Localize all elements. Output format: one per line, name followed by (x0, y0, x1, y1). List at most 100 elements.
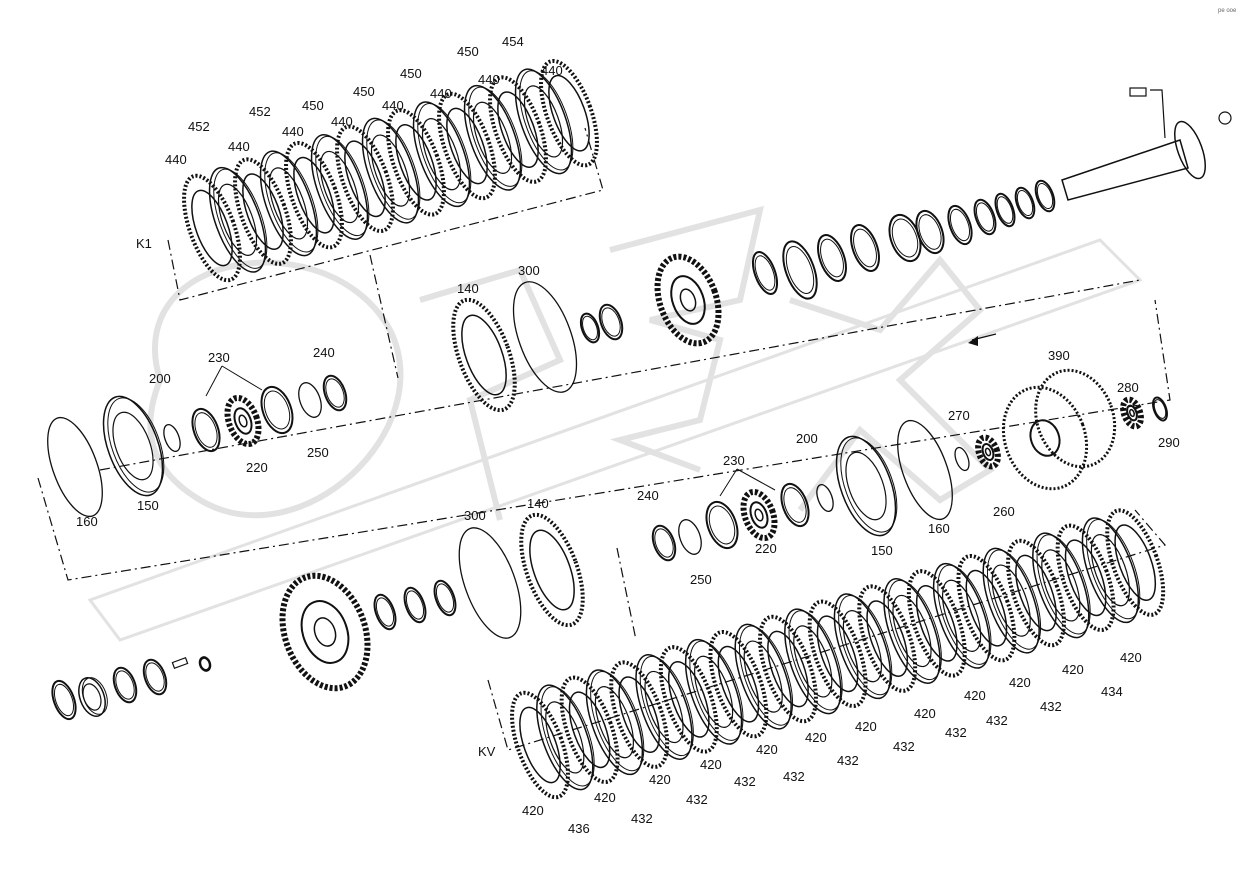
part-number-label: 440 (430, 86, 452, 101)
part-number-label: 420 (1120, 650, 1142, 665)
washer (579, 312, 601, 344)
part-number-label: 436 (568, 821, 590, 836)
ring-290 (1152, 396, 1168, 422)
watermark-logo (87, 205, 1143, 642)
kv-plate (658, 645, 719, 754)
k1-plate (182, 173, 242, 283)
part-number-label: 230 (723, 453, 745, 468)
kv-plate (585, 669, 645, 776)
washer (142, 658, 168, 696)
group-label-kv: KV (478, 744, 496, 759)
washer (598, 303, 624, 341)
part-number-label: 420 (964, 688, 986, 703)
washer (51, 679, 77, 721)
plate-140 (451, 297, 517, 413)
k1-plate (335, 124, 395, 234)
drum-390 (1001, 368, 1117, 491)
part-number-label: 300 (518, 263, 540, 278)
kv-plate (510, 690, 570, 800)
spring (171, 657, 189, 669)
part-number-label: 280 (1117, 380, 1139, 395)
k1-plate (259, 150, 319, 257)
bearing-280 (1120, 396, 1144, 430)
washer (112, 666, 138, 704)
part-number-label: 420 (522, 803, 544, 818)
part-number-label: 220 (755, 541, 777, 556)
part-number-label: 290 (1158, 435, 1180, 450)
part-number-label: 140 (527, 496, 549, 511)
bearing-260 (975, 434, 1001, 470)
part-number-label: 230 (208, 350, 230, 365)
part-number-label: 440 (228, 139, 250, 154)
part-number-label: 432 (893, 739, 915, 754)
group-boundaries (37, 127, 1171, 751)
shaft-ring (782, 240, 818, 300)
washer (373, 593, 397, 631)
k1-plate (412, 101, 472, 208)
k1-plate (208, 166, 268, 273)
pin (198, 656, 212, 672)
kv-plate (1105, 508, 1166, 617)
k1-plate (463, 84, 523, 191)
part-number-label: 432 (945, 725, 967, 740)
part-number-label: 250 (307, 445, 329, 460)
labels-layer: 4404524404524404504404504404504404504404… (76, 34, 1180, 836)
part-number-label: 450 (400, 66, 422, 81)
shaft-ring (1014, 186, 1036, 220)
part-number-label: 390 (1048, 348, 1070, 363)
part-number-label: 432 (1040, 699, 1062, 714)
output-shaft (1061, 87, 1232, 201)
part-number-label: 140 (457, 281, 479, 296)
part-number-label: 432 (837, 753, 859, 768)
sun-gear (654, 253, 722, 347)
kv-plate (559, 675, 620, 785)
shaft-ring (817, 234, 847, 282)
k1-plate (437, 91, 497, 201)
part-number-label: 150 (871, 543, 893, 558)
part-number-label: 420 (1062, 662, 1084, 677)
k1-plate (386, 108, 446, 217)
part-number-label: 420 (855, 719, 877, 734)
kv-plate (708, 629, 769, 739)
bearing-220 (740, 488, 778, 542)
link-line-2 (616, 547, 637, 641)
kv-plate (1006, 538, 1066, 648)
part-number-label: 452 (249, 104, 271, 119)
part-number-label: 434 (1101, 684, 1123, 699)
ring-240 (651, 524, 677, 562)
part-number-label: 432 (686, 792, 708, 807)
kv-plate (536, 684, 595, 791)
part-number-label: 440 (331, 114, 353, 129)
kv-plate (1081, 517, 1141, 624)
part-number-label: 420 (649, 772, 671, 787)
part-number-label: 432 (631, 811, 653, 826)
shaft-ring (888, 213, 922, 263)
part-number-label: 260 (993, 504, 1015, 519)
carrier-150 (835, 435, 898, 537)
ring-200 (163, 423, 181, 453)
kv-plate (906, 569, 967, 678)
shaft-ring (994, 192, 1016, 228)
part-number-label: 440 (382, 98, 404, 113)
part-number-label: 160 (928, 521, 950, 536)
link-line-1 (369, 254, 399, 379)
part-number-label: 440 (165, 152, 187, 167)
mid-boundary (37, 299, 1171, 581)
kv-plate (932, 562, 992, 669)
ring-270 (954, 446, 970, 472)
part-number-label: 220 (246, 460, 268, 475)
part-number-label: 420 (1009, 675, 1031, 690)
part-number-label: 420 (914, 706, 936, 721)
k1-plate (233, 157, 293, 266)
part-number-label: 454 (502, 34, 524, 49)
part-number-label: 200 (149, 371, 171, 386)
k1-plate (284, 140, 344, 250)
reference-mark: pe ooe (1218, 8, 1237, 14)
ring-160 (47, 416, 103, 518)
carrier-150 (102, 395, 165, 497)
k1-plate (514, 68, 574, 175)
part-number-label: 440 (541, 63, 563, 78)
k1-plate (539, 58, 599, 168)
part-number-label: 270 (948, 408, 970, 423)
